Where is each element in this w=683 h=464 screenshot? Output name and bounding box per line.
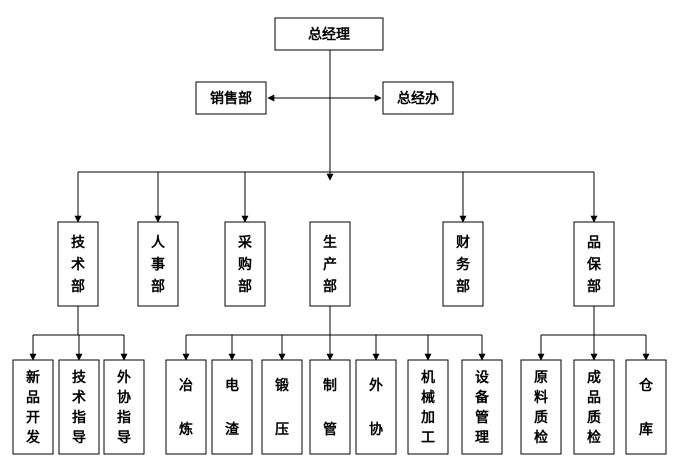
dept-box-4-label: 财务部 — [455, 234, 471, 295]
dept-box-1: 人事部 — [137, 221, 179, 307]
dept-box-0: 技术部 — [57, 221, 99, 307]
unit-box-0-0-label: 新品开发 — [25, 369, 41, 446]
unit-box-5-1: 成品质检 — [573, 359, 615, 455]
staff-box-0-frame — [195, 81, 267, 115]
unit-box-5-0-frame — [520, 359, 562, 455]
staff-box-1-frame — [382, 81, 454, 115]
unit-box-0-2-label: 外协指导 — [117, 369, 131, 446]
staff-box-1-label: 总经办 — [397, 90, 439, 107]
unit-box-3-6: 设备管理 — [461, 359, 503, 455]
unit-box-3-2: 锻压 — [261, 359, 303, 455]
unit-box-3-0: 冶炼 — [165, 359, 207, 455]
dept-box-4: 财务部 — [442, 221, 484, 307]
unit-box-3-4-frame — [355, 359, 397, 455]
dept-box-5: 品保部 — [573, 221, 615, 307]
unit-box-5-2: 仓库 — [625, 359, 667, 455]
staff-box-0: 销售部 — [195, 81, 267, 115]
unit-box-3-3-frame — [309, 359, 351, 455]
unit-box-5-0: 原料质检 — [520, 359, 562, 455]
dept-box-1-frame — [137, 221, 179, 307]
dept-box-3: 生产部 — [309, 221, 351, 307]
dept-box-1-label: 人事部 — [151, 234, 166, 295]
dept-box-4-frame — [442, 221, 484, 307]
unit-box-0-1: 技术指导 — [58, 359, 100, 455]
unit-box-3-5-label: 机械加工 — [420, 369, 435, 446]
connector-lines — [29, 50, 650, 361]
dept-box-5-label: 品保部 — [586, 235, 602, 295]
root-box-label: 总经理 — [308, 26, 350, 43]
unit-box-0-2: 外协指导 — [103, 359, 145, 455]
unit-box-5-1-label: 成品质检 — [587, 369, 601, 446]
unit-box-0-0: 新品开发 — [12, 359, 54, 455]
unit-box-3-0-frame — [165, 359, 207, 455]
unit-box-0-1-frame — [58, 359, 100, 455]
root-box: 总经理 — [274, 17, 384, 51]
unit-box-5-1-frame — [573, 359, 615, 455]
unit-box-3-0-label: 冶炼 — [179, 377, 193, 438]
staff-box-1: 总经办 — [382, 81, 454, 115]
unit-box-3-5-frame — [407, 359, 449, 455]
unit-box-5-0-label: 原料质检 — [534, 370, 548, 446]
unit-box-3-1-frame — [211, 359, 253, 455]
dept-box-2: 采购部 — [224, 221, 266, 307]
unit-box-3-2-frame — [261, 359, 303, 455]
dept-box-0-frame — [57, 221, 99, 307]
unit-box-3-6-label: 设备管理 — [474, 370, 490, 446]
unit-box-3-1: 电渣 — [211, 359, 253, 455]
root-box-frame — [274, 17, 384, 51]
staff-box-0-label: 销售部 — [210, 90, 252, 107]
dept-box-5-frame — [573, 221, 615, 307]
dept-box-3-label: 生产部 — [323, 234, 337, 295]
unit-box-3-6-frame — [461, 359, 503, 455]
unit-box-0-1-label: 技术指导 — [72, 369, 87, 446]
unit-box-5-2-frame — [625, 359, 667, 455]
unit-box-3-4: 外协 — [355, 359, 397, 455]
unit-box-5-2-label: 仓库 — [638, 377, 654, 438]
unit-box-3-1-label: 电渣 — [225, 377, 240, 438]
unit-box-3-3: 制管 — [309, 359, 351, 455]
dept-box-3-frame — [309, 221, 351, 307]
unit-box-3-5: 机械加工 — [407, 359, 449, 455]
dept-box-0-label: 技术部 — [71, 234, 86, 295]
unit-box-3-2-label: 锻压 — [275, 377, 289, 438]
unit-box-0-2-frame — [103, 359, 145, 455]
dept-box-2-label: 采购部 — [237, 234, 253, 295]
dept-box-2-frame — [224, 221, 266, 307]
unit-box-3-3-label: 制管 — [323, 377, 337, 438]
unit-box-3-4-label: 外协 — [369, 377, 383, 438]
unit-box-0-0-frame — [12, 359, 54, 455]
